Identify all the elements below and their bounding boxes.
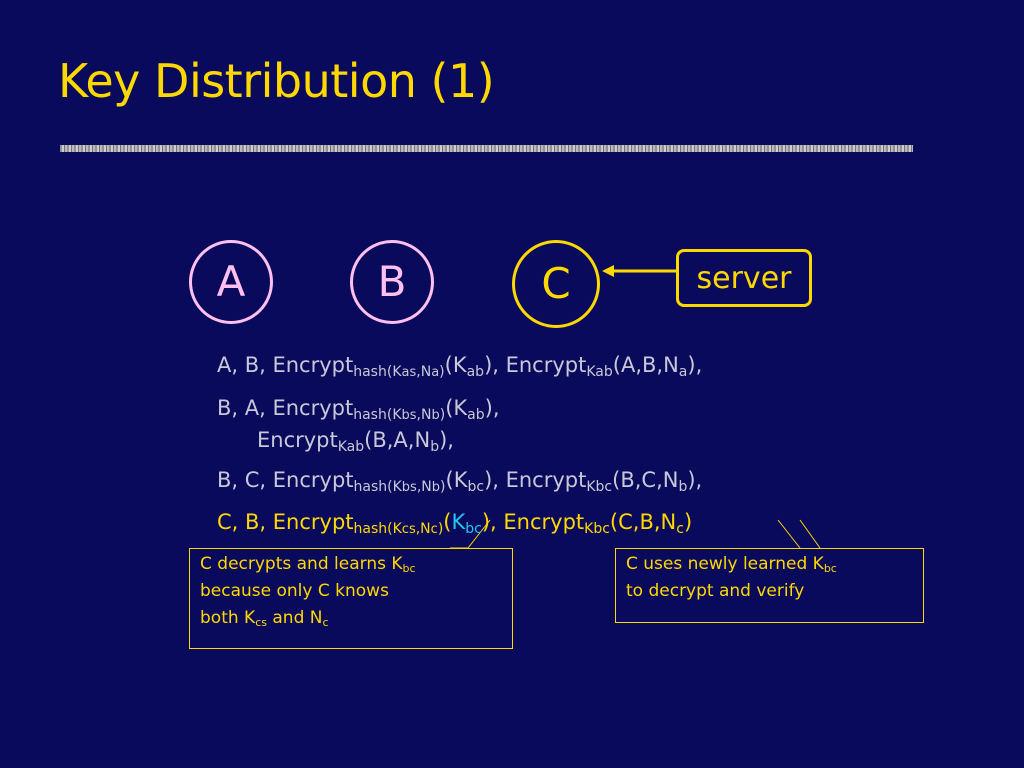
node-c-label: C <box>541 259 571 308</box>
key-kbc: Kbc <box>451 510 482 537</box>
message-4: C, B, Encrypthash(Kcs,Nc)(Kbc), EncryptK… <box>217 510 693 537</box>
message-2-continued: EncryptKab(B,A,Nb), <box>257 428 454 455</box>
message-3: B, C, Encrypthash(Kbs,Nb)(Kbc), EncryptK… <box>217 468 703 495</box>
callout-right-line-2: to decrypt and verify <box>626 581 805 601</box>
title-divider <box>60 145 913 152</box>
right-callout-pointer-2 <box>799 519 821 549</box>
server-label: server <box>696 260 792 296</box>
node-b: B <box>350 240 434 324</box>
callout-left-line-3: both Kcs and Nc <box>200 608 329 629</box>
callout-left: C decrypts and learns Kbc because only C… <box>189 548 513 649</box>
server-box: server <box>676 249 812 307</box>
callout-right: C uses newly learned Kbc to decrypt and … <box>615 548 924 623</box>
callout-left-line-2: because only C knows <box>200 581 389 601</box>
callout-right-line-1: C uses newly learned Kbc <box>626 554 837 575</box>
slide-title: Key Distribution (1) <box>58 54 495 108</box>
arrow-head-icon <box>602 265 614 277</box>
node-c: C <box>512 240 600 328</box>
node-a: A <box>189 240 273 324</box>
message-1: A, B, Encrypthash(Kas,Na)(Kab), EncryptK… <box>217 353 703 380</box>
message-2: B, A, Encrypthash(Kbs,Nb)(Kab), <box>217 396 500 423</box>
node-a-label: A <box>216 257 246 306</box>
node-b-label: B <box>377 257 407 306</box>
right-callout-pointer-1 <box>777 519 801 549</box>
callout-left-line-1: C decrypts and learns Kbc <box>200 554 416 575</box>
